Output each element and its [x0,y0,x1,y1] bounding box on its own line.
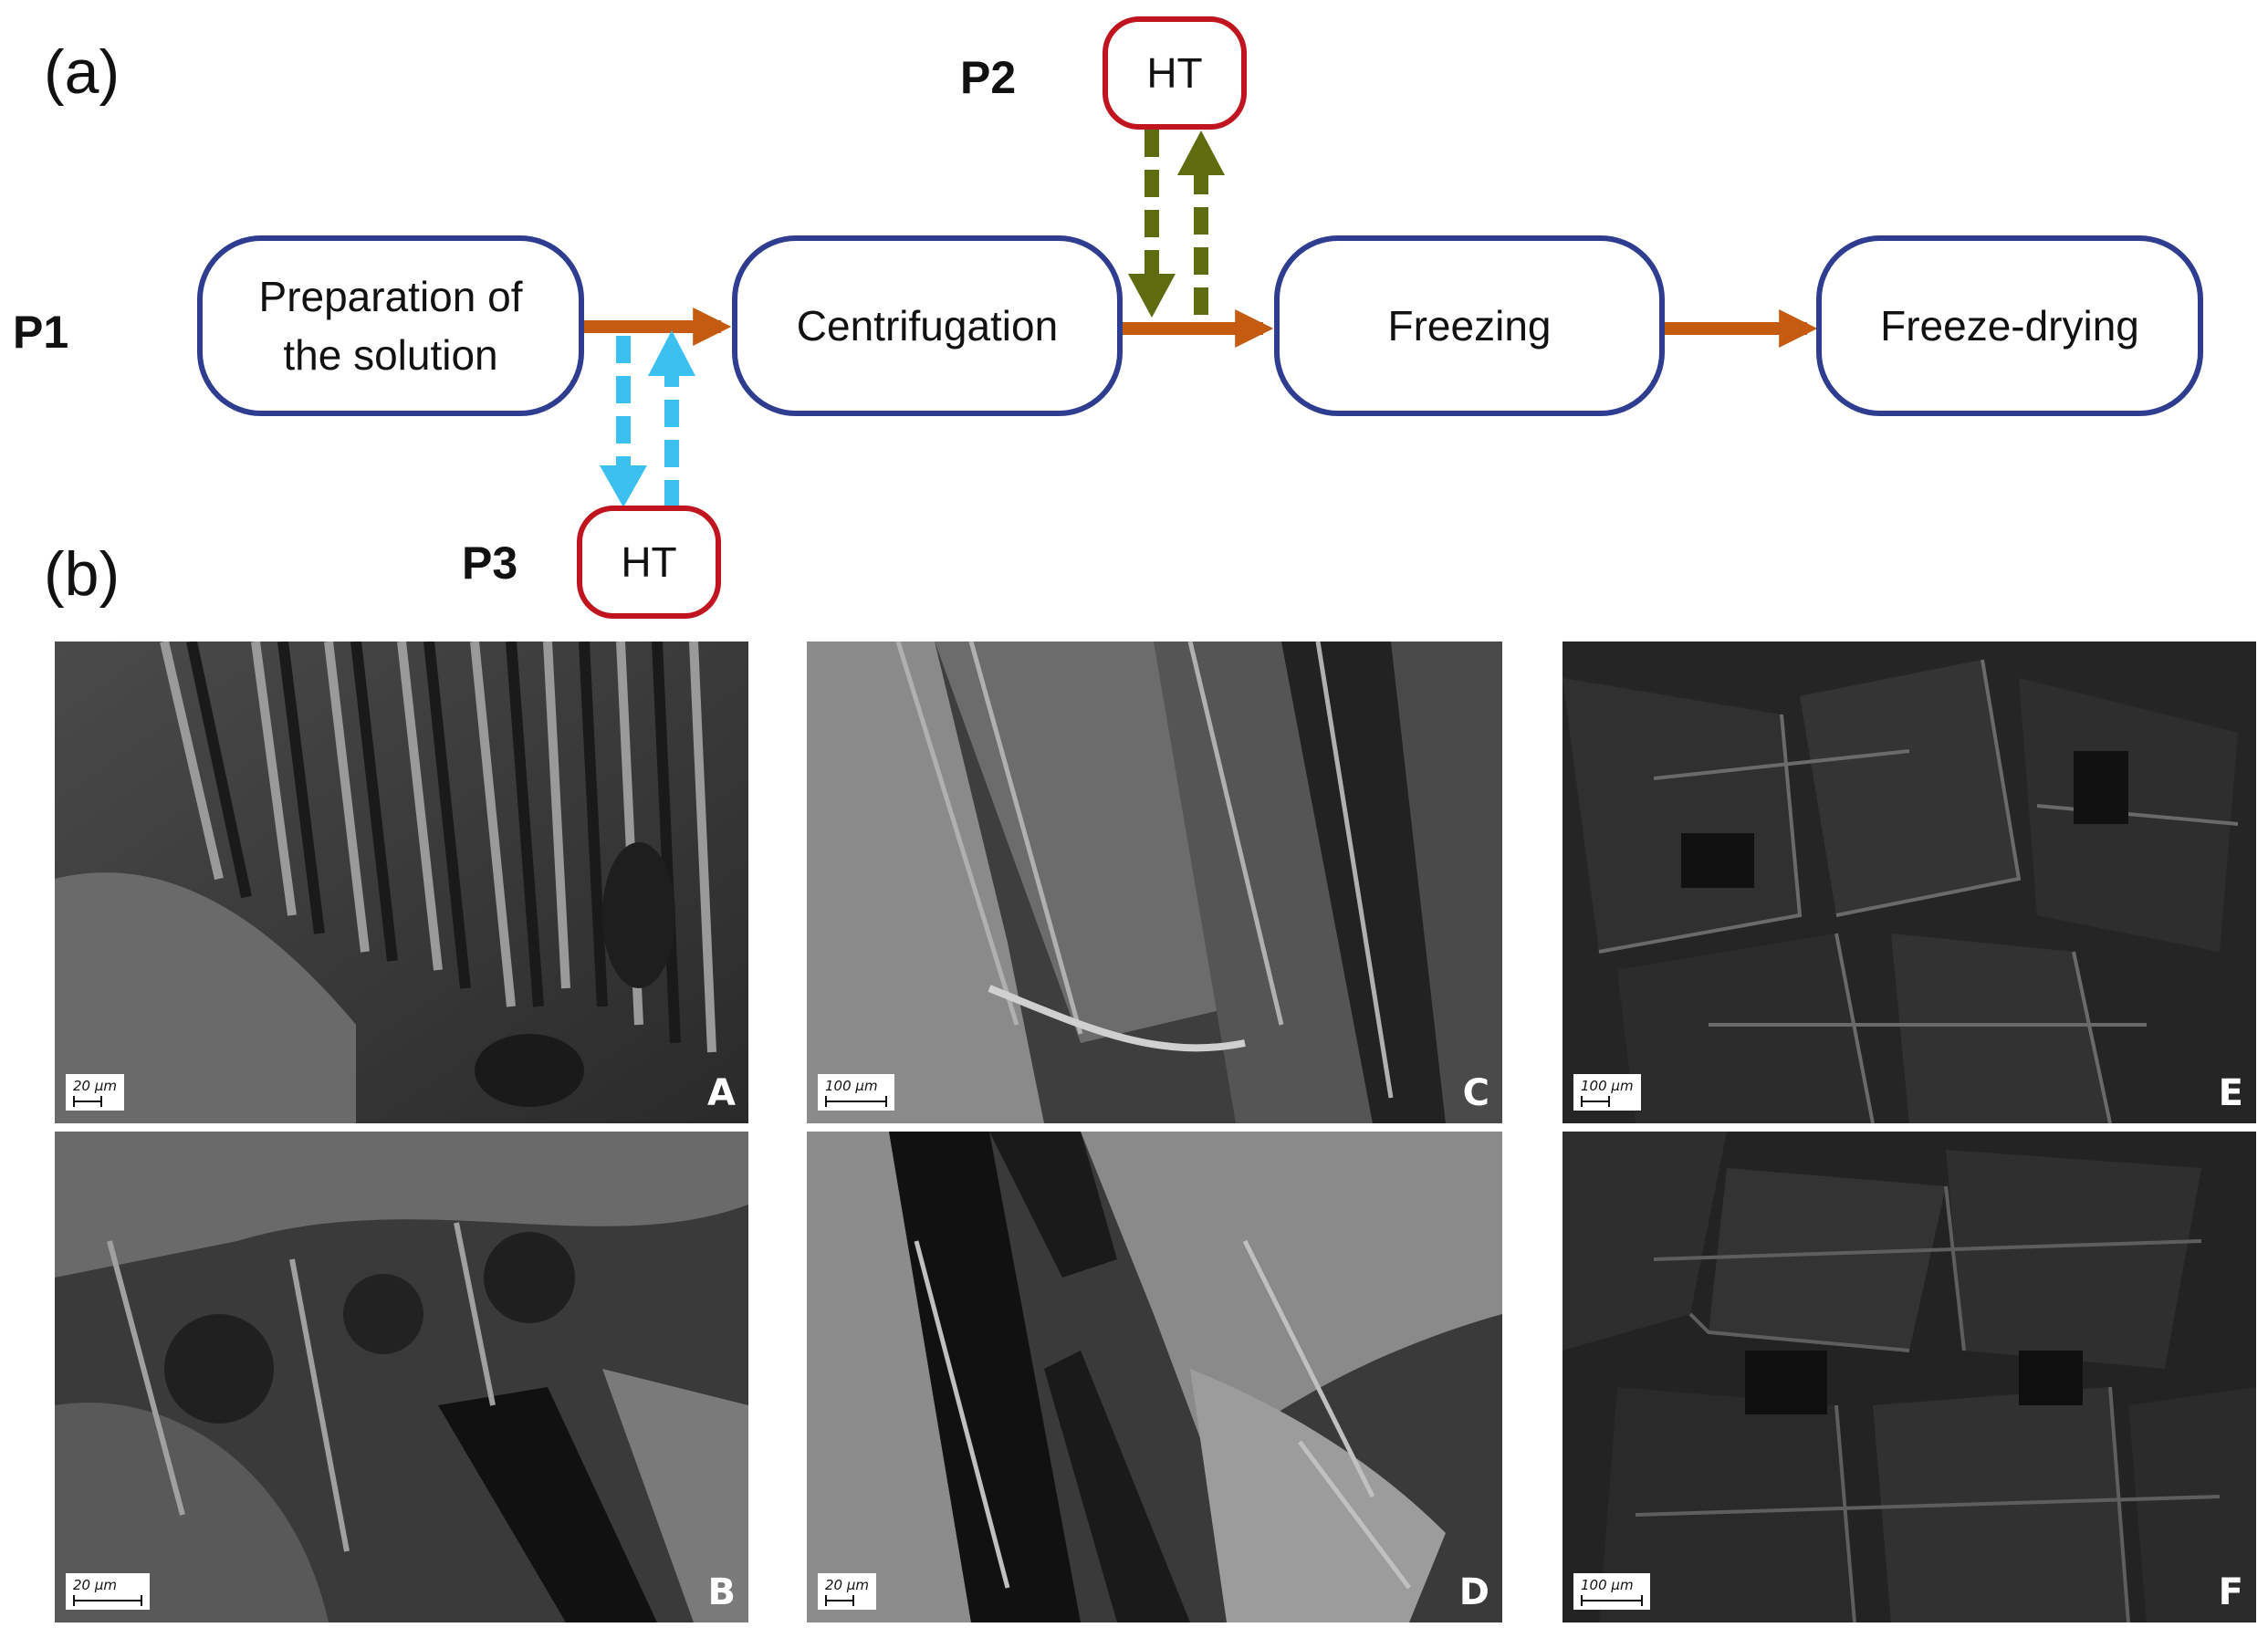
step-box-centrifugation: Centrifugation [732,235,1123,416]
process-label-p3: P3 [462,537,518,589]
sem-image-c: 100 µm C [807,642,1502,1123]
ht-box-p2: HT [1103,16,1247,130]
sem-texture-c [807,642,1502,1123]
p2-arrowhead-up [1177,130,1225,175]
ht-p2-label: HT [1146,49,1203,97]
step-preparation-line2: the solution [283,331,498,379]
ht-box-p3: HT [577,506,721,619]
p3-arrowhead-down [600,465,647,507]
sem-texture-d [807,1132,1502,1622]
flow-arrows [582,130,1818,507]
image-letter-b: B [707,1571,737,1613]
scale-text-b: 20 µm [73,1577,118,1593]
step-box-freeze-drying: Freeze-drying [1816,235,2203,416]
sem-image-f: 100 µm F [1563,1132,2256,1622]
p3-arrowhead-up [648,330,695,376]
step-freeze-drying-label: Freeze-drying [1880,301,2139,350]
scale-text-f: 100 µm [1581,1577,1634,1593]
scale-bar-f: 100 µm [1573,1573,1650,1610]
sem-texture-a [55,642,748,1123]
process-label-p1: P1 [13,307,69,358]
panel-label-b: (b) [44,539,120,609]
image-letter-c: C [1462,1072,1489,1114]
step-box-preparation: Preparation of the solution [197,235,584,416]
scale-bar-d: 20 µm [818,1573,877,1610]
panel-label-a: (a) [44,37,120,107]
sem-texture-f [1563,1132,2256,1622]
scale-bar-b: 20 µm [66,1573,150,1610]
image-letter-d: D [1458,1571,1489,1613]
sem-texture-b [55,1132,748,1622]
step-freezing-label: Freezing [1387,301,1552,350]
sem-image-b: 20 µm B [55,1132,748,1622]
scale-text-e: 100 µm [1581,1078,1634,1094]
scale-bar-c: 100 µm [818,1074,894,1111]
scale-text-d: 20 µm [825,1577,870,1593]
scale-bar-a: 20 µm [66,1074,125,1111]
sem-image-e: 100 µm E [1563,642,2256,1123]
image-letter-e: E [2218,1072,2243,1114]
scale-text-c: 100 µm [825,1078,878,1094]
sem-texture-e [1563,642,2256,1123]
scale-text-a: 20 µm [73,1078,118,1094]
scale-bar-e: 100 µm [1573,1074,1641,1111]
image-letter-a: A [707,1072,736,1114]
ht-p3-label: HT [621,538,677,586]
step-centrifugation-label: Centrifugation [796,301,1059,350]
p2-arrowhead-down [1128,274,1176,318]
sem-image-a: 20 µm A [55,642,748,1123]
process-label-p2: P2 [960,52,1017,103]
image-letter-f: F [2218,1571,2243,1613]
step-box-freezing: Freezing [1274,235,1665,416]
sem-image-d: 20 µm D [807,1132,1502,1622]
step-preparation-line1: Preparation of [258,272,523,320]
